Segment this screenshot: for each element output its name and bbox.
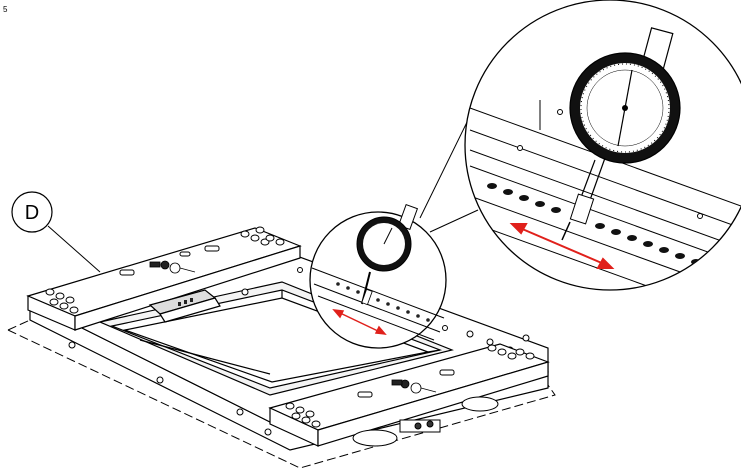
left-top-plate bbox=[26, 226, 302, 331]
magnifier-connectors bbox=[419, 115, 479, 233]
right-top-plate bbox=[268, 343, 550, 447]
callout-label: D bbox=[25, 202, 39, 224]
small-red-arrow bbox=[332, 309, 387, 335]
large-dial-gauge bbox=[561, 27, 681, 241]
large-magnifier bbox=[464, 0, 741, 291]
small-magnifier bbox=[309, 203, 447, 349]
callout-d: D bbox=[11, 191, 101, 273]
large-red-arrow bbox=[509, 223, 615, 269]
corner-mark: 5 bbox=[3, 5, 8, 14]
small-dial-gauge bbox=[356, 203, 419, 306]
